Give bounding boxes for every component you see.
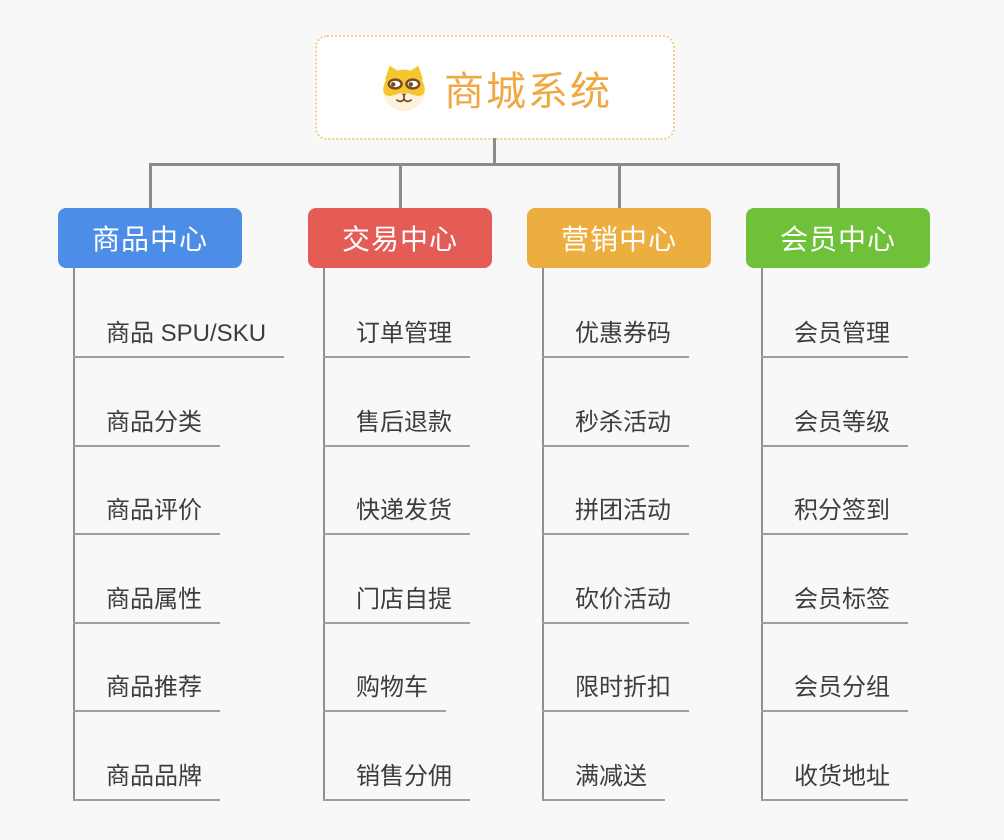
leaf-node[interactable]: 会员管理: [761, 314, 908, 358]
branch-column-product: 商品中心 商品 SPU/SKU 商品分类 商品评价 商品属性 商品推荐 商品品牌: [58, 208, 312, 801]
connector-drop-trade: [399, 163, 402, 210]
branch-node-product[interactable]: 商品中心: [58, 208, 242, 268]
branch-label-marketing: 营销中心: [560, 224, 677, 255]
leaf-node[interactable]: 收货地址: [761, 757, 908, 801]
leaf-node[interactable]: 商品推荐: [73, 668, 220, 712]
connector-root-stem: [493, 138, 496, 164]
leaf-node[interactable]: 订单管理: [323, 314, 470, 358]
branch-column-trade: 交易中心 订单管理 售后退款 快递发货 门店自提 购物车 销售分佣: [308, 208, 562, 801]
shiba-dog-icon: [378, 64, 430, 112]
leaf-node[interactable]: 商品评价: [73, 491, 220, 535]
leaf-node[interactable]: 秒杀活动: [542, 403, 689, 447]
leaf-node[interactable]: 会员等级: [761, 403, 908, 447]
branch-label-product: 商品中心: [91, 224, 208, 255]
connector-bus: [149, 163, 840, 166]
branch-column-marketing: 营销中心 优惠券码 秒杀活动 拼团活动 砍价活动 限时折扣 满减送: [527, 208, 781, 801]
branch-node-trade[interactable]: 交易中心: [308, 208, 492, 268]
leaf-node[interactable]: 门店自提: [323, 580, 470, 624]
leaf-node[interactable]: 优惠券码: [542, 314, 689, 358]
branch-label-trade: 交易中心: [341, 224, 458, 255]
leaf-node[interactable]: 商品 SPU/SKU: [73, 314, 285, 358]
leaf-node[interactable]: 积分签到: [761, 491, 908, 535]
leaf-node[interactable]: 商品属性: [73, 580, 220, 624]
leaf-node[interactable]: 快递发货: [323, 491, 470, 535]
branch-column-member: 会员中心 会员管理 会员等级 积分签到 会员标签 会员分组 收货地址: [746, 208, 1000, 801]
leaf-node[interactable]: 拼团活动: [542, 491, 689, 535]
branch-node-marketing[interactable]: 营销中心: [527, 208, 711, 268]
leaf-node[interactable]: 砍价活动: [542, 580, 689, 624]
leaf-node[interactable]: 购物车: [323, 668, 446, 712]
leaf-node[interactable]: 会员标签: [761, 580, 908, 624]
leaf-node[interactable]: 售后退款: [323, 403, 470, 447]
root-node[interactable]: 商城系统: [315, 35, 675, 140]
leaf-node[interactable]: 满减送: [542, 757, 665, 801]
branch-label-member: 会员中心: [779, 224, 896, 255]
leaf-node[interactable]: 销售分佣: [323, 757, 470, 801]
leaf-node[interactable]: 商品品牌: [73, 757, 220, 801]
branch-node-member[interactable]: 会员中心: [746, 208, 930, 268]
leaf-node[interactable]: 商品分类: [73, 403, 220, 447]
connector-drop-member: [837, 163, 840, 210]
leaf-node[interactable]: 限时折扣: [542, 668, 689, 712]
connector-drop-product: [149, 163, 152, 210]
leaf-node[interactable]: 会员分组: [761, 668, 908, 712]
root-title: 商城系统: [444, 69, 612, 114]
connector-drop-marketing: [618, 163, 621, 210]
